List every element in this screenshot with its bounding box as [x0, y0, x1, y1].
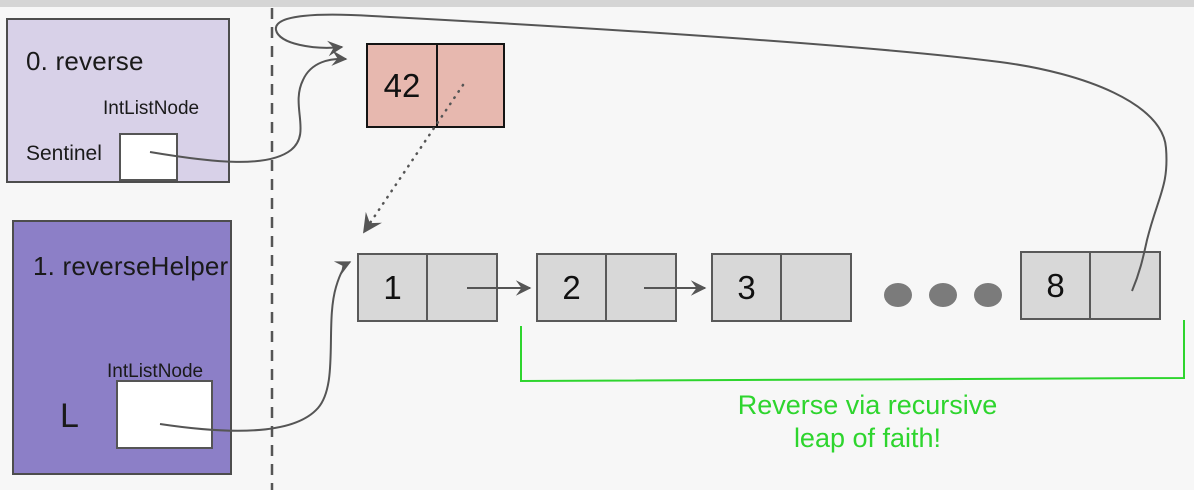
node-value-cell: 42	[368, 45, 438, 126]
heap-node-8: 8	[1020, 251, 1161, 320]
node-value: 42	[383, 66, 421, 104]
node-value: 3	[737, 268, 756, 306]
node-value-cell: 8	[1022, 253, 1091, 318]
sentinel-pointer-box	[119, 133, 178, 181]
window-top-bar	[0, 0, 1194, 7]
frame-title-reverse: 0. reverse	[26, 46, 144, 76]
node-value: 1	[383, 268, 402, 306]
node-value: 2	[562, 268, 581, 306]
ellipsis-dot	[974, 283, 1002, 307]
annotation-bracket	[520, 320, 1185, 383]
heap-node-3: 3	[711, 253, 852, 322]
heap-node-1: 1	[357, 253, 498, 322]
var-label-l: L	[60, 397, 79, 435]
l-pointer-box	[116, 380, 213, 449]
ellipsis-dot	[929, 283, 957, 307]
node-value-cell: 1	[359, 255, 428, 320]
node-value-cell: 3	[713, 255, 782, 320]
node-next-cell	[782, 255, 850, 320]
annotation-line-1: Reverse via recursive	[737, 390, 998, 420]
heap-node-42: 42	[366, 43, 505, 128]
node-next-cell	[607, 255, 675, 320]
heap-node-2: 2	[536, 253, 677, 322]
node-next-cell	[1091, 253, 1159, 318]
annotation-text: Reverse via recursive leap of faith!	[575, 389, 1160, 455]
annotation-line-2: leap of faith!	[793, 423, 942, 453]
node-value: 8	[1046, 266, 1065, 304]
ellipsis-dot	[884, 283, 912, 307]
stack-frame-reverse-helper: 1. reverseHelper IntListNode L	[12, 220, 232, 475]
type-label-intlistnode: IntListNode	[103, 98, 200, 119]
node-value-cell: 2	[538, 255, 607, 320]
var-label-sentinel: Sentinel	[26, 142, 102, 165]
node-next-cell	[438, 45, 503, 126]
frame-title-reverse-helper: 1. reverseHelper	[33, 251, 229, 281]
stack-frame-reverse: 0. reverse IntListNode Sentinel	[6, 18, 230, 183]
node-next-cell	[428, 255, 496, 320]
